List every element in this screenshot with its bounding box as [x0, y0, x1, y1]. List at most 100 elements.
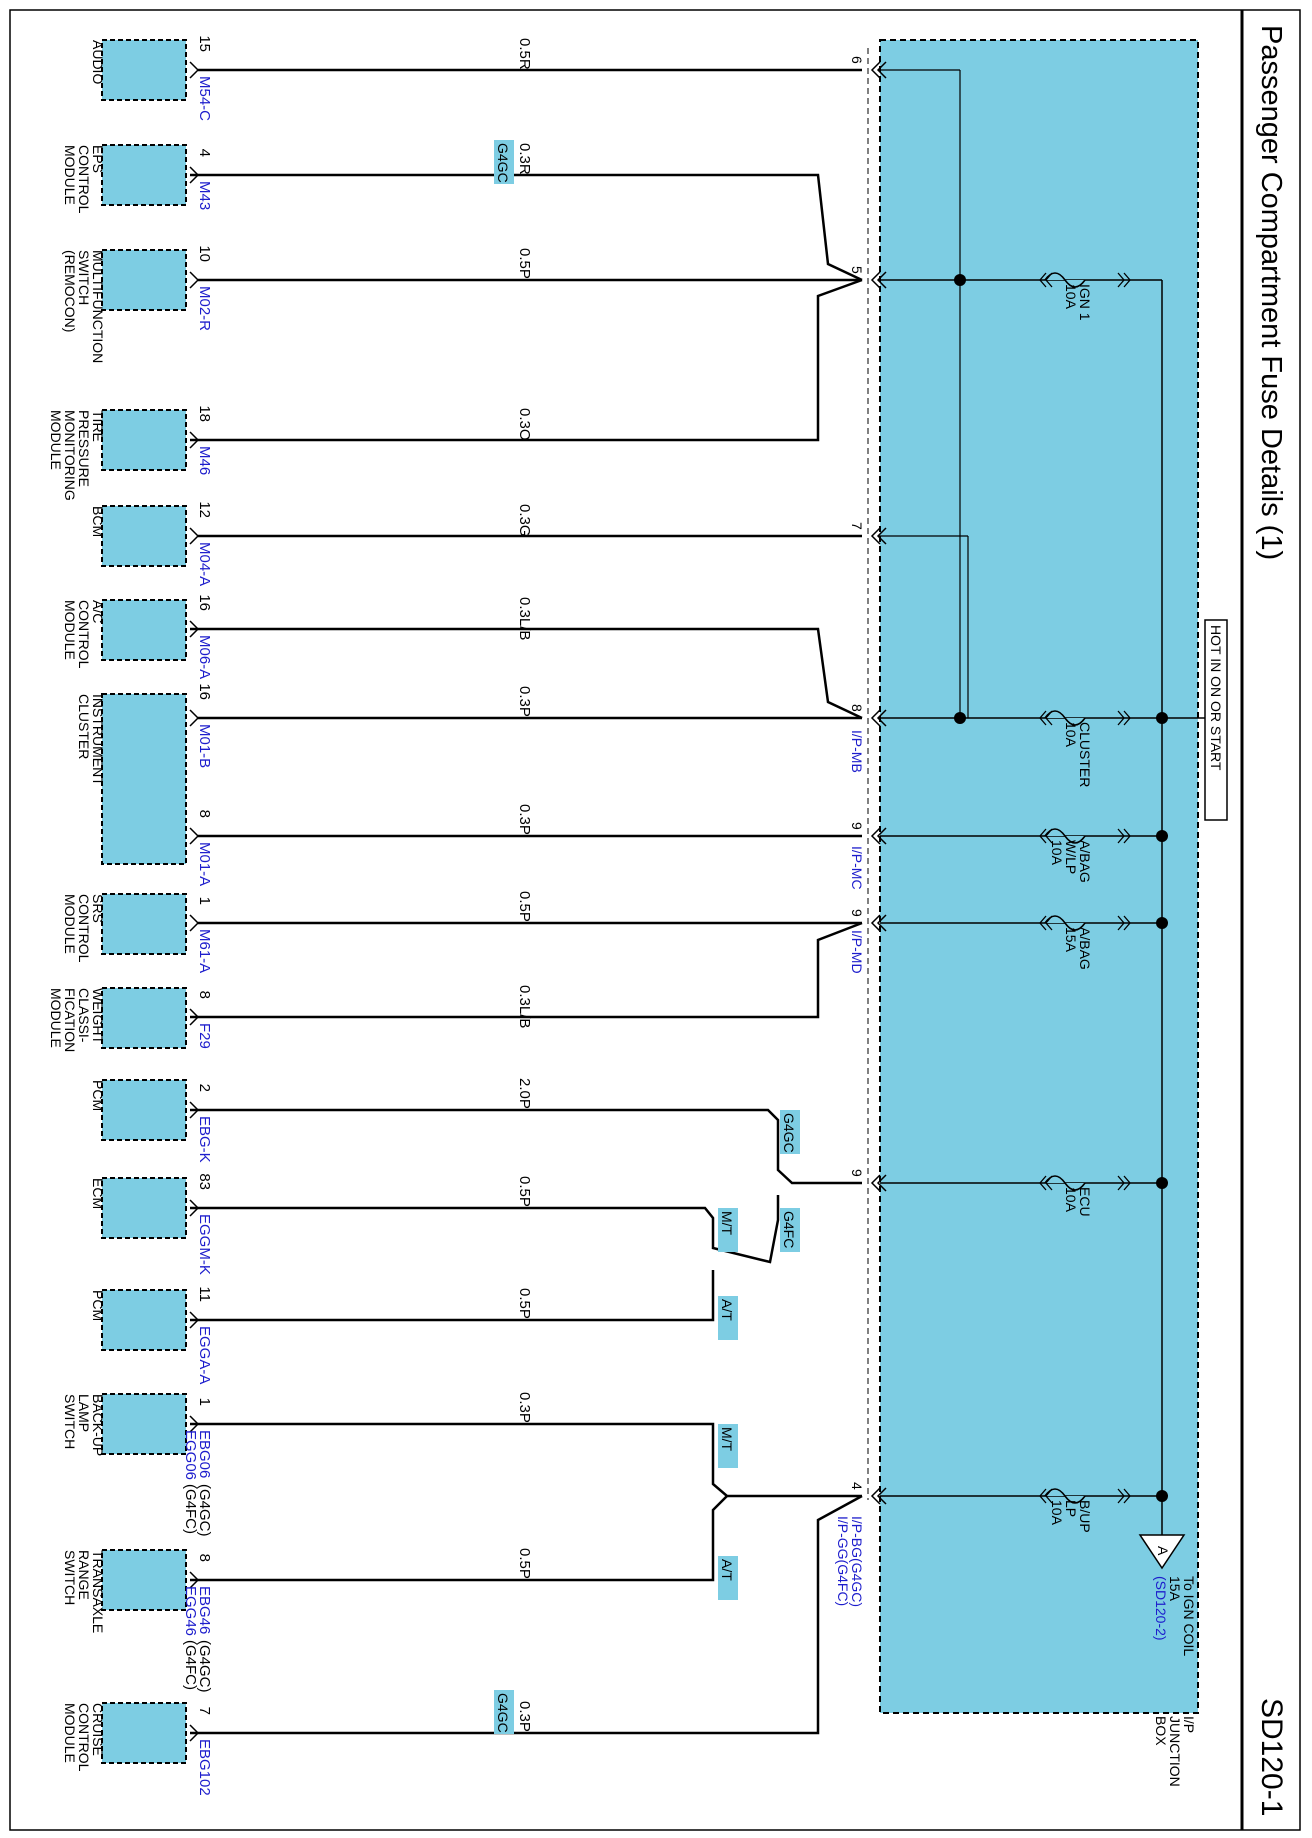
engine-badge: G4GC — [780, 1110, 800, 1154]
terminal-chevron — [876, 1174, 887, 1192]
component-row-14: 8EBG46EGG46(G4GC)(G4FC)0.5PTRANSAXLERANG… — [62, 1548, 533, 1693]
svg-text:M/T: M/T — [719, 1427, 735, 1452]
wire-spec: 0.5P — [516, 248, 533, 279]
component-label: TRANSAXLERANGESWITCH — [62, 1550, 106, 1633]
component-box — [101, 1289, 187, 1351]
fuse-label: A/BAGW/LP10A — [1049, 840, 1093, 883]
connector-id: EBG102 — [196, 1739, 213, 1796]
terminal-chevron — [870, 827, 881, 845]
component-box — [101, 409, 187, 471]
terminal-chevron — [876, 271, 887, 289]
connector-id: EBG-K — [196, 1116, 213, 1163]
wire-spec: 0.3L/B — [516, 985, 533, 1028]
fuse-label: A/BAG15A — [1063, 927, 1093, 970]
terminal-number: 9 — [849, 1169, 865, 1177]
connector-suffix-alt: (G4FC) — [182, 1484, 199, 1534]
component-box — [101, 39, 187, 101]
wire-spec: 0.5P — [516, 1288, 533, 1319]
connector-ip-mb: I/P-MB — [849, 730, 865, 773]
pin-number: 11 — [196, 1286, 213, 1302]
pin-number: 12 — [196, 501, 213, 518]
component-row-13: 1EBG06EGG06(G4GC)(G4FC)0.3PBACK-UPLAMPSW… — [62, 1392, 533, 1537]
ign-coil-label: To IGN COIL 15A — [1167, 1576, 1197, 1660]
pin-number: 8 — [196, 991, 213, 999]
component-label: BCM — [90, 506, 106, 537]
connector-id: M02-R — [196, 286, 213, 331]
junction-box — [879, 39, 1199, 1714]
svg-text:A/T: A/T — [719, 1299, 735, 1321]
component-label: CRUISECONTROLMODULE — [62, 1703, 106, 1772]
junction-box-label: I/P JUNCTION BOX — [1153, 1716, 1197, 1791]
fuse-4: ECU10A — [880, 1175, 1162, 1217]
page-title: Passenger Compartment Fuse Details (1) — [1255, 25, 1287, 560]
svg-text:M/T: M/T — [719, 1211, 735, 1236]
component-label: MULTIFUNCTIONSWITCH(REMOCON) — [62, 250, 106, 363]
component-box — [101, 505, 187, 567]
component-label: PCM — [90, 1080, 106, 1111]
terminal-chevron — [876, 914, 887, 932]
svg-text:G4GC: G4GC — [495, 143, 511, 183]
connector-id-alt: EGG46 — [182, 1586, 199, 1636]
harness-routing — [190, 173, 863, 1735]
pin-number: 83 — [196, 1173, 213, 1190]
connector-id: EGGA-A — [196, 1326, 213, 1384]
engine-badge: G4GC — [494, 140, 514, 184]
connector-id: M01-A — [196, 842, 213, 886]
fuse-label: ECU10A — [1063, 1187, 1093, 1217]
pin-number: 7 — [196, 1707, 213, 1715]
terminal-number: 9 — [849, 822, 865, 830]
terminal-chevron — [870, 709, 881, 727]
wire-spec: 0.3P — [516, 804, 533, 835]
terminal-number: 4 — [849, 1482, 865, 1490]
svg-text:G4GC: G4GC — [495, 1693, 511, 1733]
engine-badge: G4GC — [494, 1690, 514, 1734]
terminal-chevron — [870, 914, 881, 932]
wire-spec: 0.5P — [516, 891, 533, 922]
connector-id: M54-C — [196, 76, 213, 121]
wire-spec: 0.3P — [516, 686, 533, 717]
engine-badge: M/T — [718, 1208, 738, 1252]
terminal-chevron — [876, 709, 887, 727]
terminal-chevron — [870, 271, 881, 289]
ign-coil-symbol: A — [1155, 1546, 1171, 1556]
component-box — [101, 1393, 187, 1455]
engine-badge: G4FC — [780, 1208, 800, 1252]
connector-ip-md: I/P-MD — [849, 930, 865, 974]
connector-id: M46 — [196, 446, 213, 475]
component-label: AUDIO — [90, 40, 106, 84]
terminal-chevron — [876, 527, 887, 545]
terminal-chevron — [870, 527, 881, 545]
connector-id: M61-A — [196, 929, 213, 973]
pin-number: 4 — [196, 149, 213, 157]
hot-label-box — [1204, 619, 1228, 821]
connector-ip-gg: I/P-GG(G4FC) — [835, 1516, 851, 1606]
component-box — [101, 249, 187, 311]
component-box — [101, 1702, 187, 1764]
component-label: EPSCONTROLMODULE — [62, 145, 106, 214]
engine-badge: A/T — [718, 1296, 738, 1340]
pin-number: 1 — [196, 1398, 213, 1406]
pin-number: 2 — [196, 1084, 213, 1092]
fuse-layer: IGN 110ACLUSTER10AA/BAGW/LP10AA/BAG15AEC… — [880, 272, 1162, 1533]
connector-suffix: (G4GC) — [196, 1640, 213, 1693]
component-box — [101, 144, 187, 206]
terminal-number: 6 — [849, 56, 865, 64]
connector-id-alt: EGG06 — [182, 1430, 199, 1480]
connector-id: M43 — [196, 181, 213, 210]
badge-layer: G4GC G4GC G4FC M/T A/T M/T A/T G4GC — [494, 140, 800, 1734]
pin-number: 16 — [196, 683, 213, 700]
fuse-3: A/BAG15A — [880, 915, 1162, 970]
engine-badge: A/T — [718, 1556, 738, 1600]
pin-number: 8 — [196, 810, 213, 818]
connector-ip-bg: I/P-BG(G4GC) — [849, 1516, 865, 1607]
terminal-chevron — [870, 1487, 881, 1505]
svg-text:G4FC: G4FC — [781, 1211, 797, 1248]
component-box — [101, 987, 187, 1049]
